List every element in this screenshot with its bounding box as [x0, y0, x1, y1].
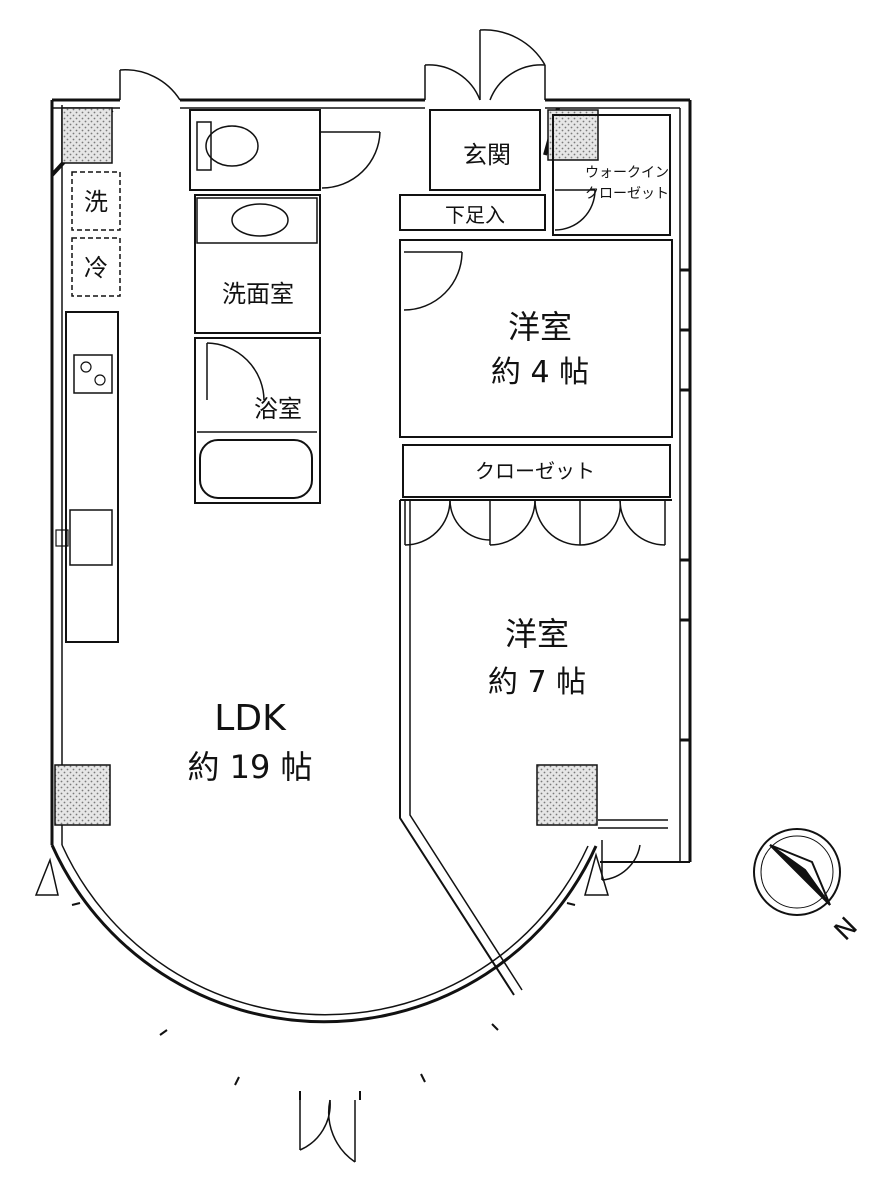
shoe-closet-box: [399, 194, 546, 231]
kitchen-counter: [65, 311, 119, 643]
pipe-shaft-ldk: [54, 764, 111, 826]
shoe-closet-label: 下足入: [445, 203, 505, 227]
bay-window-ticks: [71, 902, 576, 1100]
fridge-label: 冷: [84, 254, 108, 282]
western-room-1: [399, 239, 673, 438]
western-room-2-label: 洋室: [505, 615, 569, 653]
pipe-shaft-top-right: [547, 109, 599, 161]
bay-end-marks: [34, 852, 610, 896]
western-room-1-label: 洋室: [508, 308, 572, 346]
toilet-door[interactable]: [320, 131, 381, 189]
toilet-room: [189, 109, 321, 191]
compass-icon: [753, 828, 841, 916]
fridge-space: [71, 237, 121, 297]
closet-box: [402, 444, 671, 498]
walk-in-closet-box: [552, 114, 671, 236]
walk-in-closet-label-2: クローゼット: [585, 186, 669, 202]
pipe-shaft-room7: [536, 764, 598, 826]
laundry-space: [71, 171, 121, 231]
room1-window-marks: [680, 268, 690, 392]
entrance-label: 玄関: [463, 141, 511, 169]
balcony-door-room2[interactable]: [598, 819, 668, 881]
sink-icon: [231, 203, 289, 237]
closet-doors[interactable]: [404, 499, 666, 546]
bathroom-box: [194, 337, 321, 504]
walk-in-closet-door[interactable]: [554, 189, 596, 231]
bathroom-label: 浴室: [254, 395, 302, 423]
stove-icon: [73, 354, 113, 394]
washroom-counter: [196, 197, 318, 244]
kitchen-sink-icon: [69, 509, 113, 566]
western-room-2-size: 約 7 帖: [488, 665, 586, 700]
compass-north-label: N: [829, 912, 864, 947]
outer-walls: [50, 98, 692, 1024]
bathroom-door[interactable]: [206, 342, 265, 401]
entrance-door[interactable]: [424, 29, 546, 101]
ldk-size: 約 19 帖: [187, 748, 312, 786]
laundry-label: 洗: [84, 188, 108, 216]
ldk-label: LDK: [214, 698, 287, 739]
ldk-top-door[interactable]: [119, 69, 181, 101]
pipe-shaft-top-left: [61, 107, 113, 164]
room2-window-marks: [680, 558, 690, 742]
walk-in-closet-label-1: ウォークイン: [585, 165, 669, 181]
entrance-area: [429, 109, 541, 191]
western-room-2-walls: [399, 499, 672, 996]
ldk-bottom-door[interactable]: [299, 1099, 356, 1163]
bathtub-icon: [199, 439, 313, 499]
western-room-1-door[interactable]: [403, 251, 463, 311]
washroom-box: [194, 194, 321, 334]
western-room-1-size: 約 4 帖: [491, 355, 589, 390]
toilet-icon: [196, 121, 259, 171]
closet-label: クローゼット: [475, 459, 595, 483]
washroom-label: 洗面室: [222, 280, 294, 308]
